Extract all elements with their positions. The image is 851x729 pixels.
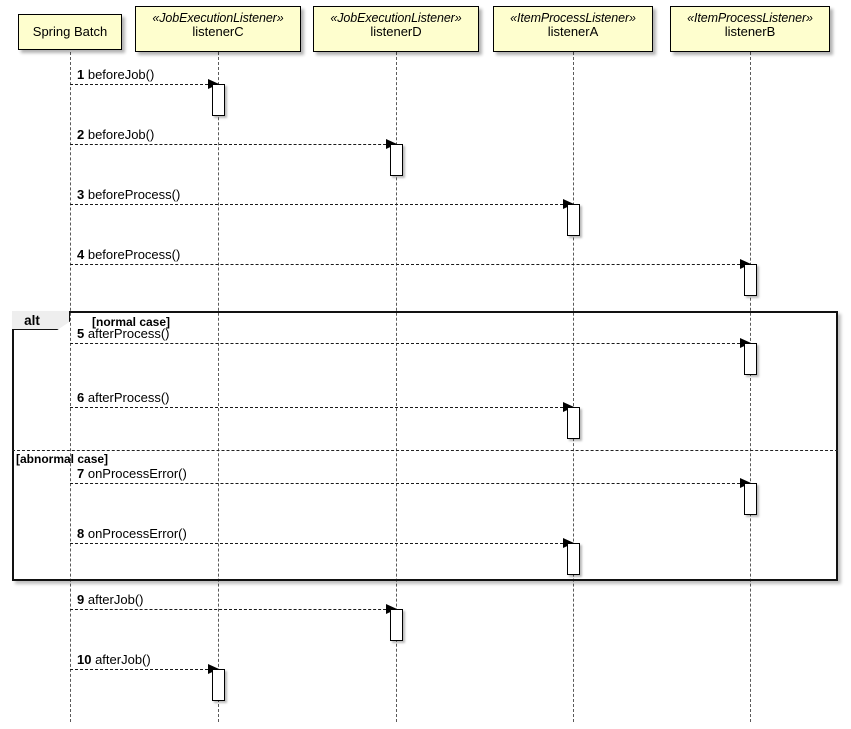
lifeline-listenerD [396,52,397,722]
activation-bar-listenerA-5 [567,407,580,439]
message-line [70,407,573,408]
message-sequence-number: 7 [77,466,85,481]
message-label-8: 8 onProcessError() [77,526,187,541]
message-line [70,669,218,670]
message-label-5: 5 afterProcess() [77,326,169,341]
message-operation-name: beforeProcess() [84,187,181,202]
activation-bar-listenerB-6 [744,483,757,515]
participant-name: listenerC [192,24,244,39]
message-operation-name: beforeJob() [84,127,155,142]
participant-stereotype: «ItemProcessListener» [510,11,636,25]
message-label-6: 6 afterProcess() [77,390,169,405]
lifeline-listenerC [218,52,219,722]
message-operation-name: onProcessError() [84,466,187,481]
message-operation-name: onProcessError() [84,526,187,541]
message-operation-name: beforeProcess() [84,247,181,262]
participant-listenerD[interactable]: «JobExecutionListener»listenerD [313,6,479,52]
message-line [70,264,750,265]
message-label-3: 3 beforeProcess() [77,187,180,202]
participant-listenerA[interactable]: «ItemProcessListener»listenerA [493,6,653,52]
message-sequence-number: 10 [77,652,92,667]
message-sequence-number: 6 [77,390,85,405]
alt-guard-1: [abnormal case] [16,452,109,466]
message-operation-name: afterProcess() [84,326,170,341]
alt-operator-label: alt [24,312,40,328]
activation-bar-listenerB-4 [744,343,757,375]
alt-fragment [12,311,838,581]
alt-fragment-tab: alt [12,311,70,330]
message-label-7: 7 onProcessError() [77,466,187,481]
participant-springbatch[interactable]: Spring Batch [18,14,122,50]
message-label-9: 9 afterJob() [77,592,143,607]
message-line [70,144,396,145]
activation-bar-listenerA-2 [567,204,580,236]
message-sequence-number: 5 [77,326,85,341]
participant-stereotype: «JobExecutionListener» [330,11,462,25]
activation-bar-listenerC-0 [212,84,225,116]
message-sequence-number: 4 [77,247,85,262]
activation-bar-listenerD-1 [390,144,403,176]
message-sequence-number: 3 [77,187,85,202]
message-operation-name: afterJob() [84,592,144,607]
message-line [70,343,750,344]
activation-bar-listenerB-3 [744,264,757,296]
message-sequence-number: 2 [77,127,85,142]
message-label-4: 4 beforeProcess() [77,247,180,262]
participant-stereotype: «JobExecutionListener» [152,11,284,25]
participant-name: listenerA [547,24,599,39]
participant-name: listenerB [724,24,776,39]
lifeline-springbatch [70,52,71,722]
participant-stereotype: «ItemProcessListener» [687,11,813,25]
message-operation-name: afterJob() [91,652,151,667]
activation-bar-listenerD-8 [390,609,403,641]
message-sequence-number: 1 [77,67,85,82]
participant-name: Spring Batch [32,23,108,39]
participant-listenerC[interactable]: «JobExecutionListener»listenerC [135,6,301,52]
alt-guard-0: [normal case] [92,315,171,329]
message-line [70,84,218,85]
message-label-1: 1 beforeJob() [77,67,154,82]
message-line [70,204,573,205]
lifeline-listenerA [573,52,574,722]
message-line [70,543,573,544]
message-sequence-number: 9 [77,592,85,607]
alt-fragment-divider [12,450,838,451]
activation-bar-listenerA-7 [567,543,580,575]
message-sequence-number: 8 [77,526,85,541]
message-line [70,483,750,484]
message-operation-name: afterProcess() [84,390,170,405]
lifeline-listenerB [750,52,751,722]
activation-bar-listenerC-9 [212,669,225,701]
message-line [70,609,396,610]
message-label-2: 2 beforeJob() [77,127,154,142]
message-operation-name: beforeJob() [84,67,155,82]
message-label-10: 10 afterJob() [77,652,151,667]
participant-name: listenerD [370,24,422,39]
participant-listenerB[interactable]: «ItemProcessListener»listenerB [670,6,830,52]
